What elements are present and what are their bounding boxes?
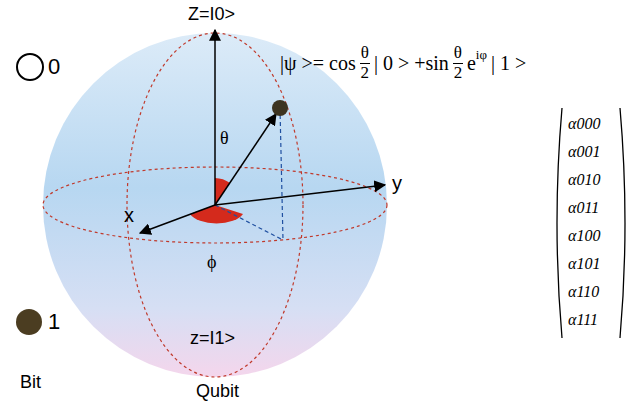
caption-label: Qubit [196, 381, 239, 402]
state-vector [215, 114, 276, 205]
caption-label: Bit [20, 372, 41, 393]
state-point [272, 100, 288, 116]
formula-text: | 1 > [491, 52, 526, 75]
amplitude-entry: α011 [568, 194, 600, 222]
projection-drop [280, 108, 283, 240]
angle-label: θ [220, 128, 229, 149]
state-formula: |ψ >= cosθ2| 0 > +sinθ2eiφ| 1 > [280, 44, 526, 82]
angle-label: ϕ [207, 252, 216, 273]
formula-text: e [467, 52, 476, 75]
bit-label: 0 [48, 54, 60, 79]
z-axis [214, 30, 216, 205]
projection-line [215, 205, 283, 240]
amplitude-vector: α000α001α010α011α100α101α110α111 [568, 110, 600, 334]
amplitude-entry: α100 [568, 222, 600, 250]
left-paren [557, 108, 562, 338]
fraction: θ2 [453, 44, 463, 82]
fraction: θ2 [360, 44, 370, 82]
amplitude-entry: α110 [568, 278, 600, 306]
axis-label: z=I1> [190, 328, 235, 349]
bit-label: 1 [48, 309, 60, 334]
fraction-denominator: 2 [361, 64, 370, 83]
fraction-denominator: 2 [454, 64, 463, 83]
axis-label: x [124, 204, 134, 227]
formula-text: |ψ >= cos [280, 52, 356, 75]
x-axis [140, 205, 215, 233]
phi-sector [190, 205, 243, 223]
amplitude-entry: α000 [568, 110, 600, 138]
y-axis [215, 185, 385, 205]
fraction-numerator: θ [453, 44, 463, 64]
right-paren [620, 108, 625, 338]
amplitude-entry: α001 [568, 138, 600, 166]
formula-exponent: iφ [476, 47, 487, 63]
axis-label: Z=I0> [188, 4, 235, 25]
formula-text: | 0 > +sin [374, 52, 449, 75]
bit-one-dot [16, 309, 42, 335]
amplitude-entry: α111 [568, 306, 600, 334]
bit-zero-circle [17, 54, 43, 80]
amplitude-entry: α010 [568, 166, 600, 194]
axis-label: y [392, 172, 402, 195]
fraction-numerator: θ [360, 44, 370, 64]
amplitude-entry: α101 [568, 250, 600, 278]
